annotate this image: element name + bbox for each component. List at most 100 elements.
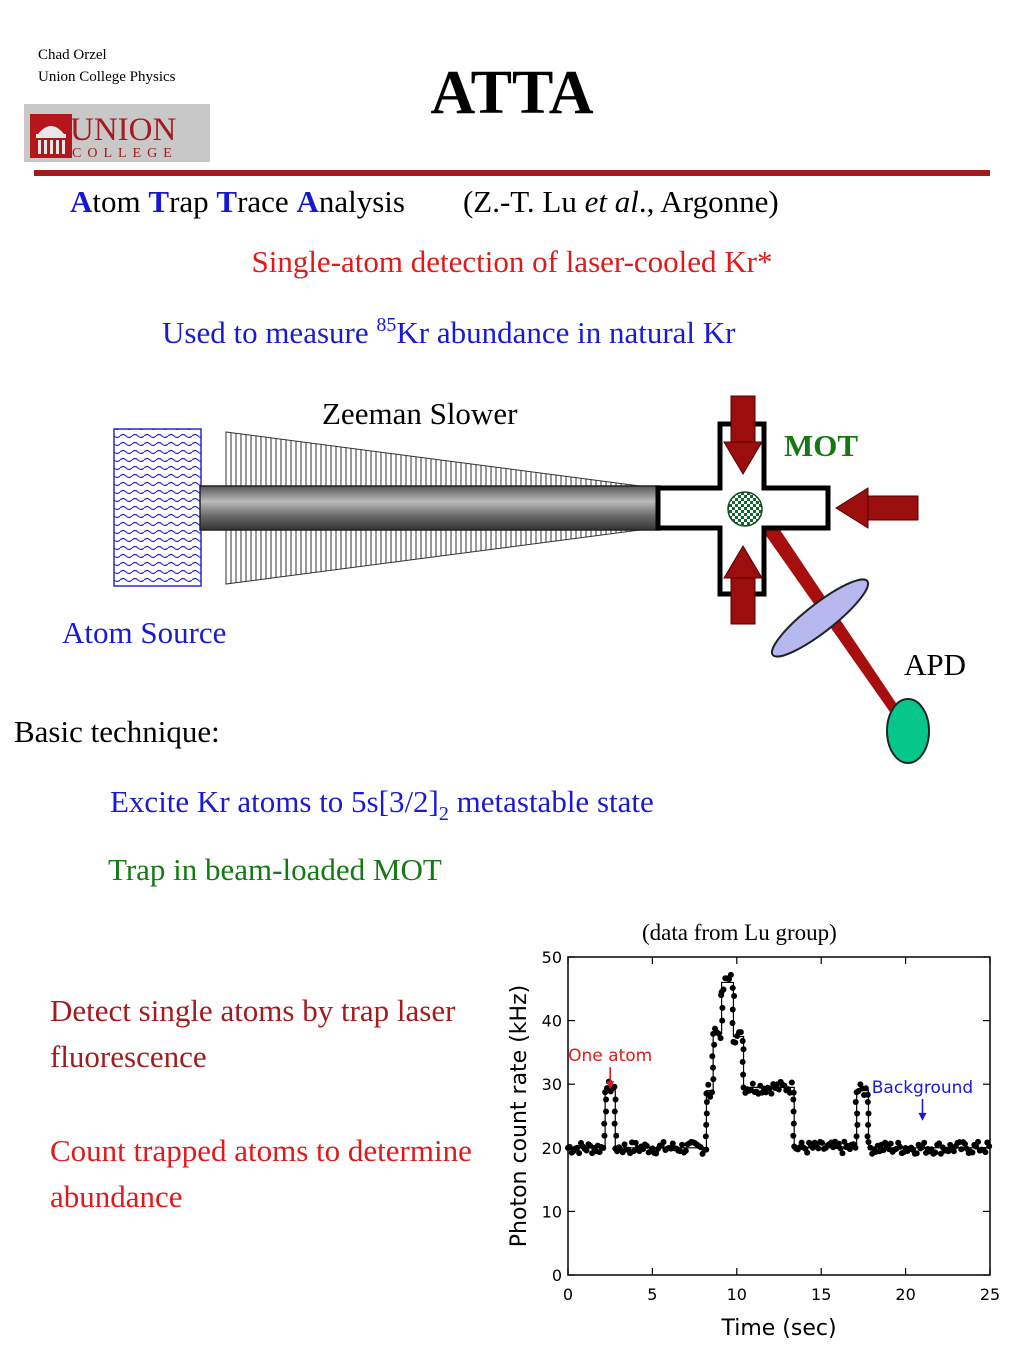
summary-line-2: Used to measure 85Kr abundance in natura… [162, 315, 736, 351]
data-point [950, 1148, 957, 1155]
mot-label: MOT [784, 428, 859, 463]
building-icon [30, 114, 72, 158]
header-rule [34, 170, 990, 176]
data-point [897, 1143, 904, 1150]
data-point [731, 992, 738, 999]
reference-suffix: ., Argonne) [638, 184, 779, 219]
y-tick-label: 20 [542, 1139, 562, 1158]
data-point [852, 1099, 859, 1106]
data-point [729, 984, 736, 991]
data-point [732, 1039, 739, 1046]
data-point [649, 1145, 656, 1152]
x-tick-label: 15 [811, 1285, 831, 1304]
annotation-label: Background [872, 1078, 973, 1098]
data-point [958, 1146, 965, 1153]
data-point [711, 1041, 718, 1048]
technique-heading: Basic technique: [14, 714, 220, 749]
data-point [749, 1080, 756, 1087]
data-point [632, 1139, 639, 1146]
data-point [737, 1029, 744, 1036]
apparatus-diagram [113, 395, 930, 764]
acronym-initial: T [216, 184, 238, 219]
data-point [613, 1132, 620, 1139]
data-point [932, 1149, 939, 1156]
data-point [729, 1019, 736, 1026]
acronym-rest: rap [169, 184, 217, 219]
x-tick-label: 25 [980, 1285, 1000, 1304]
data-point [660, 1139, 667, 1146]
author-name: Chad Orzel [38, 47, 107, 63]
data-point [611, 1083, 618, 1090]
reference-italic: et al [584, 184, 639, 219]
excite-prefix: Excite Kr atoms to 5s[3/2] [110, 784, 439, 819]
author-affiliation: Union College Physics [38, 69, 176, 85]
atom-source-block [113, 428, 202, 587]
logo-text-2: COLLEGE [72, 146, 178, 161]
data-point [982, 1149, 989, 1156]
data-point [679, 1141, 686, 1148]
data-point [788, 1079, 795, 1086]
data-point [669, 1140, 676, 1147]
technique-step-detect: Detect single atoms by trap laser fluore… [50, 993, 456, 1074]
data-point [790, 1108, 797, 1115]
data-point [835, 1140, 842, 1147]
y-tick-label: 10 [542, 1202, 562, 1221]
data-point [621, 1141, 628, 1148]
excite-suffix: metastable state [448, 784, 654, 819]
y-tick-label: 40 [542, 1012, 562, 1031]
author-block: Chad Orzel Union College Physics [38, 44, 176, 88]
data-point [854, 1121, 861, 1128]
data-point [603, 1096, 610, 1103]
data-point [913, 1150, 920, 1157]
apd-label: APD [904, 647, 967, 682]
data-point [611, 1120, 618, 1127]
acronym-initial: A [70, 184, 93, 219]
data-point [583, 1147, 590, 1154]
data-point [936, 1140, 943, 1147]
annotation-arrowhead [606, 1081, 615, 1090]
mot-arrow-right [835, 487, 919, 529]
data-point [819, 1139, 826, 1146]
data-point [975, 1138, 982, 1145]
data-point [653, 1150, 660, 1157]
data-point [839, 1150, 846, 1157]
plot-frame [567, 956, 991, 1276]
data-point [576, 1150, 583, 1157]
data-point [682, 1147, 689, 1154]
acronym-rest: tom [92, 184, 149, 219]
data-point [719, 1004, 726, 1011]
acronym-initial: A [296, 184, 319, 219]
x-axis-label: Time (sec) [720, 1316, 836, 1341]
data-point [768, 1090, 775, 1097]
x-tick-label: 20 [895, 1285, 915, 1304]
data-points [565, 971, 993, 1157]
y-tick-label: 50 [542, 948, 562, 967]
summary-line-1: Single-atom detection of laser-cooled Kr… [251, 244, 773, 279]
data-point [739, 1038, 746, 1045]
data-point [921, 1139, 928, 1146]
data-point [864, 1091, 871, 1098]
acronym-line: Atom Trap Trace Analysis(Z.-T. Lu et al.… [70, 184, 779, 220]
y-tick-label: 30 [542, 1075, 562, 1094]
union-college-logo: UNION COLLEGE [24, 104, 210, 162]
data-point [841, 1138, 848, 1145]
annotation-label: One atom [568, 1046, 652, 1066]
data-point [798, 1139, 805, 1146]
technique-step-count: Count trapped atoms to determine abundan… [50, 1133, 472, 1214]
summary-line-2-suffix: Kr abundance in natural Kr [396, 315, 736, 350]
data-point [969, 1149, 976, 1156]
data-point [762, 1089, 769, 1096]
data-point [717, 1035, 724, 1042]
isotope-superscript: 85 [376, 314, 397, 336]
beam-tube [199, 485, 661, 531]
plot-credit: (data from Lu group) [642, 920, 837, 945]
data-point [596, 1149, 603, 1156]
data-trace [568, 981, 990, 1149]
mot-arrow-bottom [723, 545, 763, 625]
zeeman-slower-label: Zeeman Slower [322, 396, 518, 431]
acronym-initial: T [148, 184, 170, 219]
data-point [880, 1147, 887, 1154]
excite-subscript: 2 [438, 803, 449, 825]
y-axis-label: Photon count rate (kHz) [507, 985, 532, 1247]
